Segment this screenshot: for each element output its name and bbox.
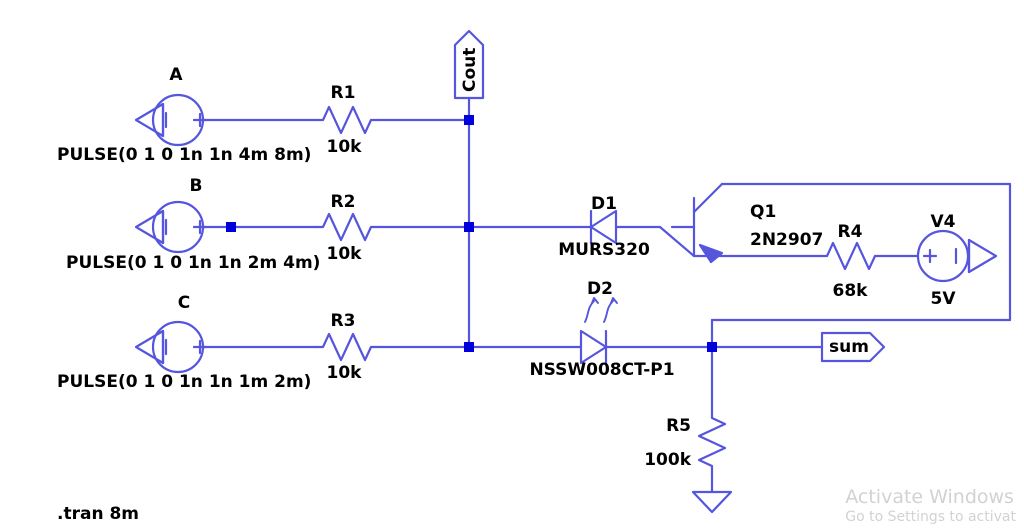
r2-body [314,212,380,242]
source-b-port-icon [134,209,165,245]
r4-value-label: 68k [832,281,868,301]
r5-value-label: 100k [644,450,691,470]
junction-dot [464,342,474,352]
junction-dots [226,115,717,352]
source-c-port-icon [134,329,165,365]
net-flag-sum [820,331,886,363]
d1-body [589,209,618,245]
r3-body [314,332,380,362]
wire-d1-to-q1-slope [658,225,696,258]
d2-value-label: NSSW008CT-P1 [529,360,675,380]
net-label-cout: Cout [460,47,480,92]
source-a-ref-label: A [169,65,183,85]
r5-ref-label: R5 [666,416,691,436]
r4-body [818,241,884,271]
ground-symbol-icon [691,490,733,514]
v4-value-label: 5V [930,289,956,309]
source-b-spice-label: PULSE(0 1 0 1n 1n 2m 4m) [66,253,321,273]
r5-body [697,409,727,482]
r1-body [314,105,380,135]
windows-activation-watermark: Activate Windows Go to Settings to activ… [845,487,1016,526]
source-c-ref-label: C [177,293,191,313]
d2-ref-label: D2 [587,279,613,299]
r1-value-label: 10k [326,137,362,157]
source-a-port-icon [134,102,165,138]
r3-value-label: 10k [326,363,362,383]
r2-ref-label: R2 [330,192,356,212]
d2-body [579,329,608,365]
junction-dot [226,222,236,232]
q1-ref-label: Q1 [750,202,777,222]
junction-dot [707,342,717,352]
d1-value-label: MURS320 [558,240,650,260]
net-flag-cout [453,29,485,100]
q1-value-label: 2N2907 [750,230,824,250]
source-b-ref-label: B [189,176,203,196]
d2-emission-arrows [584,297,618,323]
net-label-sum: sum [829,337,869,357]
v4-plus-mark [922,248,938,264]
junction-dot [464,222,474,232]
r1-ref-label: R1 [330,83,356,103]
d1-ref-label: D1 [591,194,617,214]
r2-value-label: 10k [326,244,362,264]
r3-ref-label: R3 [330,311,356,331]
source-c-spice-label: PULSE(0 1 0 1n 1n 1m 2m) [57,372,312,392]
v4-ref-label: V4 [930,212,956,232]
v4-port-icon [967,238,998,274]
r4-ref-label: R4 [837,222,863,242]
watermark-title: Activate Windows [845,486,1014,509]
q1-collector-leg [692,182,724,214]
q1-emitter-arrow [698,243,724,264]
spice-directive-tran: .tran 8m [57,504,140,524]
watermark-subtitle: Go to Settings to activat [845,509,1016,526]
junction-dot [464,115,474,125]
source-a-spice-label: PULSE(0 1 0 1n 1n 4m 8m) [57,145,312,165]
